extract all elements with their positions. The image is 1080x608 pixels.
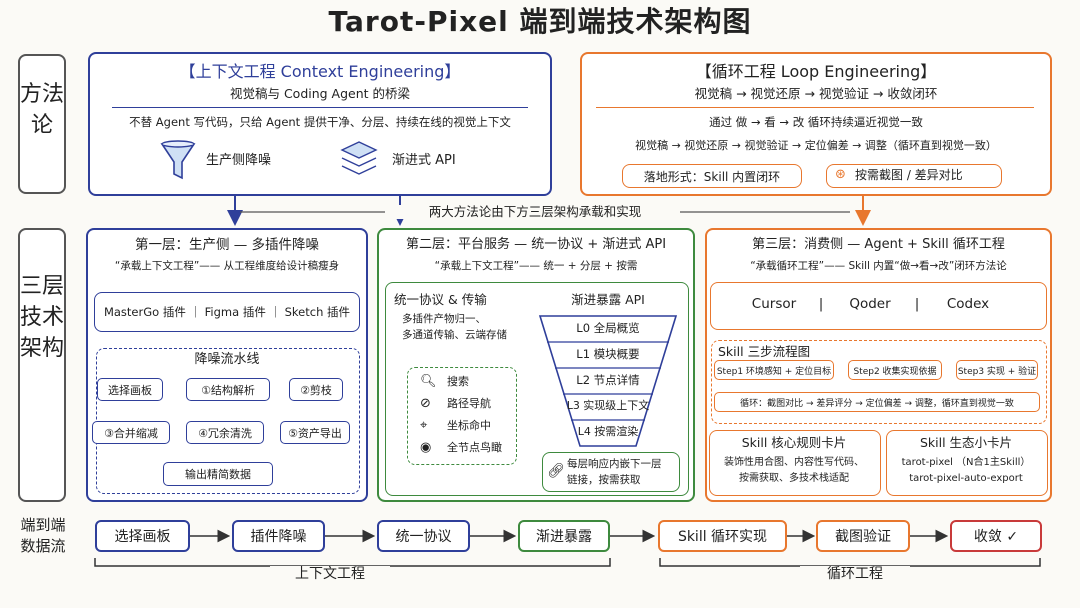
flow-group-loop: 循环工程 [800,566,910,583]
proto-line-2: 多通道传输、云端存储 [402,329,507,341]
context-eng-title: 【上下文工程 Context Engineering】 [179,62,461,81]
skill-flow-title: Skill 三步流程图 [718,344,811,359]
layers-icon [340,141,378,175]
pipeline-step-prune: ②剪枝 [289,378,343,401]
pipeline-step-export: ⑤资产导出 [280,421,350,444]
api-level-4: L4 按需渲染 [577,425,639,438]
agent-list-box: Cursor | Qoder | Codex [710,282,1047,330]
loop-eng-tag-screenshot: ⊛ 按需截图 / 差异对比 [826,164,1002,188]
skill-step-1: Step1 环境感知 + 定位目标 [714,360,834,380]
target-icon: ⌖ [420,418,428,433]
agent-codex: Codex [946,296,990,312]
proto-title: 统一协议 & 传输 [394,292,487,307]
skill-step-2: Step2 收集实现依据 [848,360,942,380]
three-layer-side-label: 三层技术架构 [18,228,66,502]
flow-side-label-1: 端到端 [20,516,66,534]
skill-step-3: Step3 实现 + 验证 [956,360,1038,380]
context-eng-item-api: 渐进式 API [392,153,456,168]
tool-overview: 全节点鸟瞰 [447,441,502,454]
layer2-title: 第二层：平台服务 — 统一协议 + 渐进式 API [405,237,667,252]
link-icon: 🔗︎ [547,463,565,479]
context-engineering-box: 【上下文工程 Context Engineering】 视觉稿与 Coding … [88,52,552,196]
page-title: Tarot-Pixel 端到端技术架构图 [328,5,752,38]
search-icon: 🔍︎ [420,374,437,389]
pipeline-step-parse: ①结构解析 [186,378,270,401]
api-hint-box: 🔗︎ 每层响应内嵌下一层 链接，按需获取 [542,452,680,492]
flow-node-select: 选择画板 [95,520,190,552]
context-eng-subtitle: 视觉稿与 Coding Agent 的桥梁 [229,86,411,101]
flow-node-protocol: 统一协议 [377,520,470,552]
layer2-quote: “承载上下文工程”—— 统一 + 分层 + 按需 [434,260,638,272]
tool-search: 搜索 [447,375,469,388]
flow-side-label-2: 数据流 [20,537,66,555]
compass-icon: ⊘ [420,396,431,411]
loop-eng-line2: 视觉稿 → 视觉还原 → 视觉验证 → 定位偏差 → 调整（循环直到视觉一致） [635,139,997,152]
bridge-text: 两大方法论由下方三层架构承载和实现 [390,204,680,220]
pipeline-step-merge: ③合并缩减 [92,421,170,444]
skill-loop: 循环：截图对比 → 差异评分 → 定位偏差 → 调整，循环直到视觉一致 [714,392,1040,412]
proto-line-1: 多插件产物归一、 [402,313,486,325]
context-eng-item-noise: 生产侧降噪 [206,153,272,168]
loop-eng-title: 【循环工程 Loop Engineering】 [695,62,937,81]
api-level-1: L1 模块概要 [576,347,640,361]
tool-hit: 坐标命中 [447,419,491,432]
skill-rules-card: Skill 核心规则卡片 装饰性用合图、内容性写代码、 按需获取、多技术栈适配 [709,430,881,496]
pipeline-title: 降噪流水线 [194,352,260,367]
funnel-icon [160,140,196,180]
flow-node-skill-loop: Skill 循环实现 [658,520,787,552]
flow-node-noise: 插件降噪 [232,520,325,552]
flow-group-context: 上下文工程 [270,566,390,583]
flow-node-progressive: 渐进暴露 [518,520,610,552]
eye-icon: ◉ [420,440,432,455]
api-level-2: L2 节点详情 [576,373,640,387]
api-level-0: L0 全局概览 [576,321,640,335]
skill-eco-title: Skill 生态小卡片 [919,435,1013,450]
loop-eng-line1: 通过 做 → 看 → 改 循环持续逼近视觉一致 [709,115,923,129]
pipeline-step-clean: ④冗余清洗 [186,421,264,444]
loop-engineering-box: 【循环工程 Loop Engineering】 视觉稿 → 视觉还原 → 视觉验… [580,52,1052,196]
diff-icon: ⊛ [835,167,846,182]
api-level-3: L3 实现级上下文 [566,399,650,412]
pipeline-step-select: 选择画板 [97,378,163,401]
flow-node-screenshot: 截图验证 [816,520,910,552]
skill-eco-card: Skill 生态小卡片 tarot-pixel （N合1主Skill） taro… [886,430,1048,496]
loop-eng-tag-skill: 落地形式：Skill 内置闭环 [622,164,802,188]
tool-path: 路径导航 [447,397,491,410]
plugin-list-box: MasterGo 插件 ｜ Figma 插件 ｜ Sketch 插件 [94,292,360,332]
flow-node-converge: 收敛 ✓ [950,520,1042,552]
skill-rules-title: Skill 核心规则卡片 [741,435,847,450]
context-eng-desc: 不替 Agent 写代码，只给 Agent 提供干净、分层、持续在线的视觉上下文 [129,115,511,129]
layer1-quote: “承载上下文工程”—— 从工程维度给设计稿瘦身 [114,260,340,272]
layer3-title: 第三层：消费侧 — Agent + Skill 循环工程 [752,237,1005,252]
tool-list-box [407,367,517,465]
pipeline-output: 输出精简数据 [163,462,273,486]
agent-qoder: Qoder [849,296,891,312]
layer1-title: 第一层：生产侧 — 多插件降噪 [134,237,320,253]
method-side-label: 方法论 [18,54,66,194]
loop-eng-subtitle: 视觉稿 → 视觉还原 → 视觉验证 → 收敛闭环 [694,86,938,101]
agent-cursor: Cursor [751,296,797,312]
api-title: 渐进暴露 API [571,292,645,307]
layer3-quote: “承载循环工程”—— Skill 内置“做→看→改”闭环方法论 [750,260,1007,272]
